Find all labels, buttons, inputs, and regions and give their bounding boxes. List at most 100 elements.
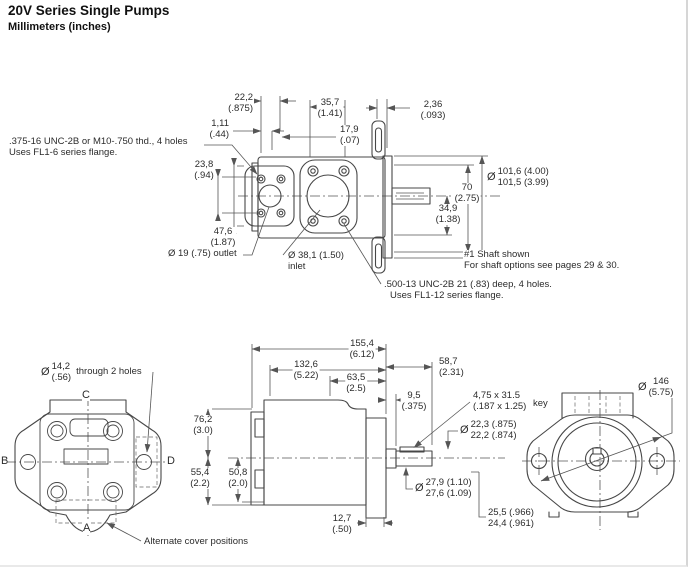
dim-flange-od: Ø 146 (5.75): [637, 376, 675, 398]
dim-max: 27,9 (1.10): [425, 477, 472, 488]
dim-in: (.375): [401, 400, 427, 412]
cover-view-centerlines: [6, 396, 170, 536]
dim-width-236: 2,36 (.093): [419, 99, 447, 121]
note-outlet: Ø 19 (.75) outlet: [167, 248, 238, 260]
dim-height-238: 23,8 (.94): [193, 159, 215, 181]
dim-len-1326: 132,6 (5.22): [292, 359, 320, 381]
dim-mm: 17,9: [340, 124, 359, 135]
cover-details: [20, 413, 152, 511]
dim-min: 22,2 (.874): [470, 429, 517, 441]
note-line: For shaft options see pages 29 & 30.: [464, 259, 620, 271]
dim-flange-diameter: Ø 101,6 (4.00) 101,5 (3.99): [486, 166, 550, 188]
dim-mm: 155,4: [350, 338, 374, 349]
dim-height-70: 70 (2.75): [453, 182, 481, 204]
dim-mm: 4,75 x 31.5: [473, 390, 521, 401]
dim-in: (6.12): [349, 348, 375, 360]
dim-mm: 146: [653, 376, 669, 387]
dim-mm: 2,36: [423, 99, 443, 110]
end-view-pump-body: [526, 392, 675, 518]
dim-len-1554: 155,4 (6.12): [348, 338, 376, 360]
dim-mm: 22,2: [234, 92, 254, 103]
dim-suffix: through 2 holes: [76, 366, 142, 378]
dim-height-762: 76,2 (3.0): [192, 414, 214, 436]
position-label-c: C: [82, 389, 90, 401]
page-subtitle: Millimeters (inches): [8, 21, 111, 33]
position-label-b: B: [1, 455, 9, 467]
dim-in: (.50): [332, 523, 352, 535]
cover-view-leader-lines: [106, 371, 154, 542]
position-label-d: D: [167, 455, 175, 467]
top-port-boss: [561, 392, 634, 419]
note-line: .500-13 UNC-2B 21 (.83) deep, 4 holes.: [384, 279, 552, 290]
end-view-drawing: [522, 388, 680, 530]
dim-mm: 70: [461, 182, 473, 193]
dim-min: 101,5 (3.99): [497, 176, 549, 188]
side-view-drawing: [205, 344, 505, 527]
dim-max: 101,6 (4.00): [497, 166, 549, 177]
dim-in: (.093): [420, 109, 446, 121]
dim-in: (.187 x 1.25): [473, 400, 527, 412]
note-line: #1 Shaft shown: [464, 249, 530, 260]
shaft-profile: [395, 450, 433, 467]
dim-key-length: 25,5 (.966) 24,4 (.961): [487, 507, 535, 529]
dim-in: (2.0): [228, 477, 248, 489]
nameplate: [63, 448, 109, 465]
outlet-flange: [244, 165, 295, 227]
dim-in: (.44): [209, 128, 229, 140]
dim-mm: 1,11: [211, 118, 229, 129]
dim-mm: 35,7: [320, 97, 340, 108]
dim-mm: 34,9: [438, 203, 458, 214]
diameter-icon: Ø: [41, 366, 50, 378]
dim-mm: 58,7: [439, 356, 458, 367]
dim-in: (5.75): [648, 386, 674, 398]
dim-mm: 63,5: [346, 372, 366, 383]
dim-in: (1.41): [317, 107, 343, 119]
side-view-dimension-lines: [205, 344, 433, 527]
dim-height-554: 55,4 (2.2): [189, 467, 211, 489]
diameter-icon: Ø: [460, 424, 469, 436]
inlet-flange: [299, 159, 358, 234]
dim-width-357: 35,7 (1.41): [316, 97, 344, 119]
inlet-port: [306, 174, 350, 218]
through-hole-left: [20, 454, 36, 470]
dim-height-508: 50,8 (2.0): [227, 467, 249, 489]
note-line: .375-16 UNC-2B or M10-.750 thd., 4 holes: [9, 136, 188, 147]
through-hole-right: [136, 454, 152, 470]
pump-body-profile: [263, 399, 367, 506]
top-view-leader-lines: [204, 144, 382, 285]
dim-shaft-key-height: Ø 22,3 (.875) 22,2 (.874): [459, 419, 518, 441]
note-tap-spec: .500-13 UNC-2B 21 (.83) deep, 4 holes. U…: [383, 279, 553, 301]
end-view-centerlines: [522, 390, 680, 530]
note-thread-spec: .375-16 UNC-2B or M10-.750 thd., 4 holes…: [8, 136, 189, 158]
dim-in: (2.5): [346, 382, 366, 394]
dim-in: (.875): [228, 102, 253, 114]
dim-mm: 9,5: [407, 390, 421, 401]
dim-in: (.56): [51, 371, 72, 383]
side-view-leader-lines: [403, 401, 486, 518]
dim-width-179: 17,9 (.07): [339, 124, 361, 146]
dim-mm: 47,6: [213, 226, 233, 237]
dim-min: 27,6 (1.09): [425, 487, 472, 499]
dim-in: (2.31): [439, 366, 464, 378]
dim-mm: 132,6: [294, 359, 318, 370]
note-line: inlet: [288, 260, 306, 272]
dim-len-587: 58,7 (2.31): [438, 356, 465, 378]
dim-mm: 50,8: [228, 467, 248, 478]
dim-min: 24,4 (.961): [488, 517, 534, 529]
body-circle-outer: [551, 416, 643, 508]
note-line: Ø 38,1 (1.50): [288, 250, 344, 261]
note-inlet: Ø 38,1 (1.50) inlet: [287, 250, 345, 272]
note-line: Uses FL1-12 series flange.: [390, 289, 504, 301]
top-view-drawing: [204, 96, 500, 285]
dim-in: (.07): [340, 134, 360, 146]
dim-mm: 12,7: [332, 513, 352, 524]
mounting-ear-top: [371, 120, 386, 160]
shaft-key: [399, 446, 425, 453]
dim-height-476: 47,6 (1.87): [209, 226, 237, 248]
dim-max: 25,5 (.966): [488, 507, 534, 518]
dim-width-111: 1,11 (.44): [196, 118, 230, 140]
position-label-a: A: [83, 522, 91, 534]
dim-in: (2.2): [190, 477, 210, 489]
diameter-icon: Ø: [638, 381, 647, 393]
